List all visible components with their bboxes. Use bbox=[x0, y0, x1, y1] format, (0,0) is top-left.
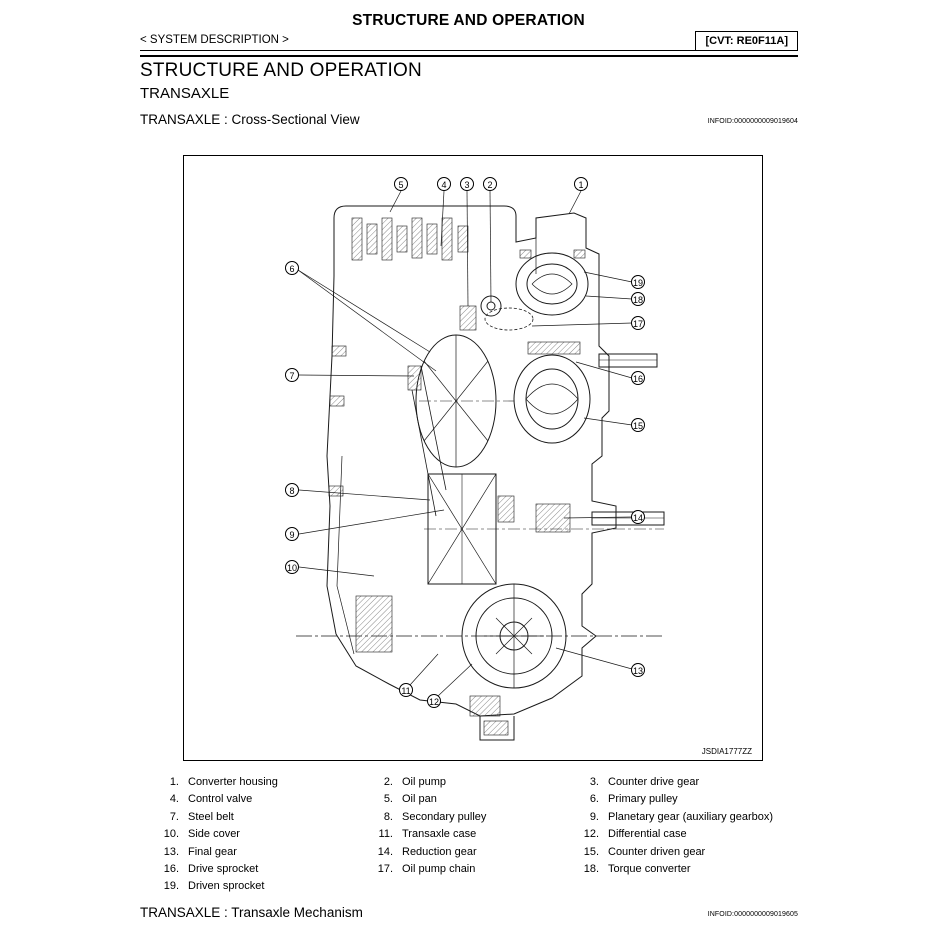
callout-6: 6 bbox=[285, 261, 299, 275]
legend-item: 18.Torque converter bbox=[583, 863, 691, 876]
callout-14: 14 bbox=[631, 510, 645, 524]
legend-item: 14.Reduction gear bbox=[377, 845, 477, 858]
legend-item: 17.Oil pump chain bbox=[377, 863, 476, 876]
callout-1: 1 bbox=[574, 177, 588, 191]
callout-12: 12 bbox=[427, 694, 441, 708]
callout-18: 18 bbox=[631, 292, 645, 306]
sub-heading: TRANSAXLE bbox=[140, 85, 230, 102]
figure-code: JSDIA1777ZZ bbox=[701, 747, 752, 756]
callout-10: 10 bbox=[285, 560, 299, 574]
legend-item: 5.Oil pan bbox=[383, 793, 437, 806]
legend-item: 7.Steel belt bbox=[169, 810, 234, 823]
callout-9: 9 bbox=[285, 527, 299, 541]
callout-17: 17 bbox=[631, 316, 645, 330]
next-section-heading-row: TRANSAXLE : Transaxle Mechanism INFOID:0… bbox=[140, 905, 798, 920]
infoid-next-section: INFOID:0000000009019605 bbox=[707, 911, 798, 918]
callout-8: 8 bbox=[285, 483, 299, 497]
cross-section-heading: TRANSAXLE : Cross-Sectional View bbox=[140, 112, 360, 127]
legend-item: 2.Oil pump bbox=[383, 776, 447, 788]
legend-item: 4.Control valve bbox=[169, 793, 253, 806]
legend-item: 1.Converter housing bbox=[169, 776, 278, 788]
infoid-cross-section: INFOID:0000000009019604 bbox=[707, 118, 798, 125]
legend-item: 9.Planetary gear (auxiliary gearbox) bbox=[589, 810, 774, 823]
callout-19: 19 bbox=[631, 275, 645, 289]
callout-15: 15 bbox=[631, 418, 645, 432]
breadcrumb: < SYSTEM DESCRIPTION > bbox=[140, 34, 696, 51]
callout-4: 4 bbox=[437, 177, 451, 191]
cross-section-figure: 1 2 3 4 5 6 7 8 9 10 11 12 13 14 15 16 1… bbox=[183, 155, 763, 761]
legend: 1.Converter housing 2.Oil pump 3.Counter… bbox=[155, 774, 791, 896]
callout-3: 3 bbox=[460, 177, 474, 191]
next-section-heading: TRANSAXLE : Transaxle Mechanism bbox=[140, 905, 363, 920]
legend-item: 13.Final gear bbox=[163, 845, 237, 858]
main-heading: STRUCTURE AND OPERATION bbox=[140, 60, 422, 81]
transaxle-cross-section-drawing bbox=[296, 190, 665, 741]
legend-item: 16.Drive sprocket bbox=[163, 863, 259, 876]
cross-section-heading-row: TRANSAXLE : Cross-Sectional View INFOID:… bbox=[140, 112, 798, 127]
legend-item: 15.Counter driven gear bbox=[583, 845, 706, 858]
legend-item: 3.Counter drive gear bbox=[589, 776, 700, 788]
callout-7: 7 bbox=[285, 368, 299, 382]
callout-13: 13 bbox=[631, 663, 645, 677]
page-header-title: STRUCTURE AND OPERATION bbox=[352, 12, 585, 29]
legend-item: 10.Side cover bbox=[163, 828, 240, 841]
callout-11: 11 bbox=[399, 683, 413, 697]
legend-item: 11.Transaxle case bbox=[378, 828, 477, 841]
model-badge: [CVT: RE0F11A] bbox=[695, 31, 798, 51]
callout-5: 5 bbox=[394, 177, 408, 191]
legend-item: 19.Driven sprocket bbox=[163, 880, 265, 893]
legend-item: 12.Differential case bbox=[583, 828, 687, 841]
callout-2: 2 bbox=[483, 177, 497, 191]
header-row: < SYSTEM DESCRIPTION > [CVT: RE0F11A] bbox=[140, 31, 798, 51]
legend-item: 6.Primary pulley bbox=[589, 793, 678, 806]
legend-item: 8.Secondary pulley bbox=[383, 810, 487, 823]
header-rule bbox=[140, 55, 798, 57]
callout-16: 16 bbox=[631, 371, 645, 385]
